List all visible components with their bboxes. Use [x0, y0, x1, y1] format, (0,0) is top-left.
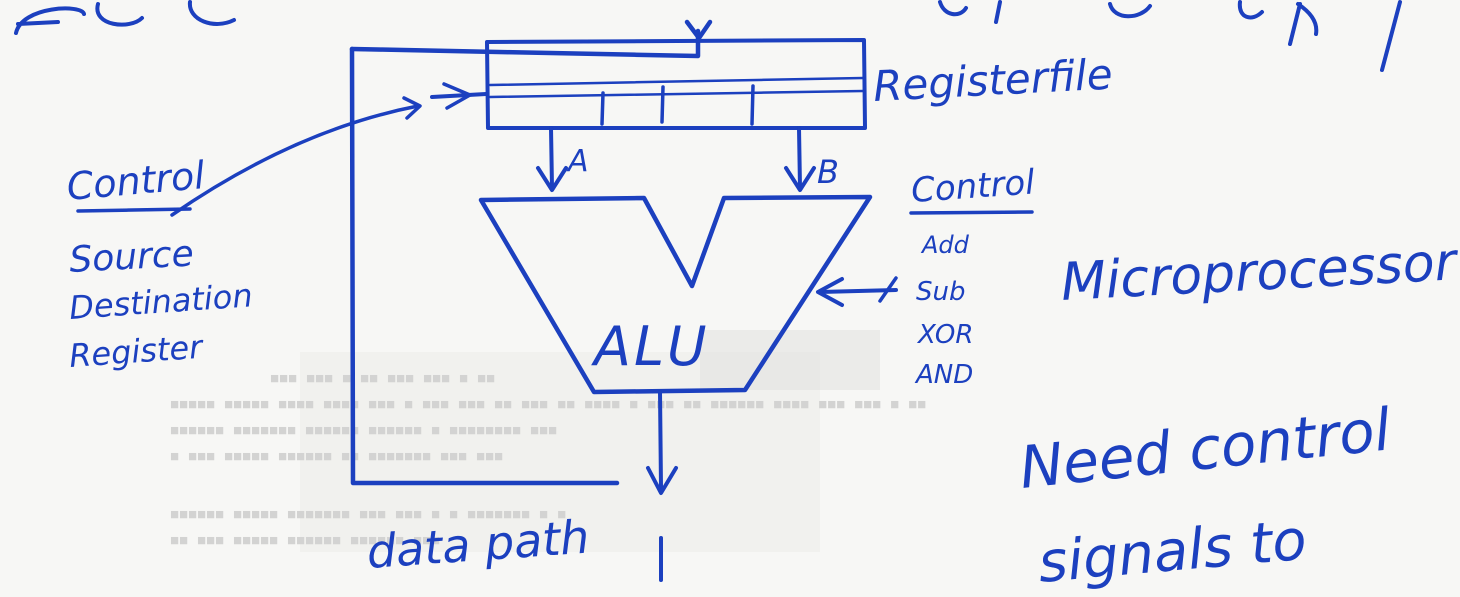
alu-block: [478, 194, 873, 395]
alu-op-add: Add: [920, 231, 970, 259]
register-input-arrow: [430, 82, 488, 110]
svg-text:■■■■■ ■■■■■ ■■■■ ■■■■ ■■■ ■ ■■: ■■■■■ ■■■■■ ■■■■ ■■■■ ■■■ ■ ■■■ ■■■ ■■ ■…: [170, 397, 926, 414]
port-a-label: A: [566, 144, 589, 179]
alu-op-xor: XOR: [916, 320, 973, 350]
microprocessor-label: Microprocessor: [1060, 232, 1460, 313]
alu-control-arrow: [816, 210, 1034, 307]
left-control-line-register: Register: [68, 328, 205, 375]
svg-text:■■■■■■ ■■■■■ ■■■■■■■ ■■■ ■■■ ■: ■■■■■■ ■■■■■ ■■■■■■■ ■■■ ■■■ ■ ■ ■■■■■■■…: [170, 507, 566, 524]
left-control-heading: Control: [65, 153, 207, 209]
svg-text:■■■■■■ ■■■■■■■ ■■■■■■ ■■■■■■ ■: ■■■■■■ ■■■■■■■ ■■■■■■ ■■■■■■ ■ ■■■■■■■■ …: [170, 423, 557, 440]
port-a-arrow: [536, 126, 568, 192]
bleed-through-text: ■■■ ■■■ ■ ■■ ■■■ ■■■ ■ ■■ ■■■■■ ■■■■■ ■■…: [170, 330, 926, 552]
register-file-label: Registerfile: [872, 50, 1114, 111]
left-control-line-destination: Destination: [68, 276, 254, 327]
svg-text:■■■ ■■■ ■ ■■ ■■■ ■■■ ■ ■■: ■■■ ■■■ ■ ■■ ■■■ ■■■ ■ ■■: [270, 371, 495, 388]
svg-text:■ ■■■ ■■■■■ ■■■■■■ ■■ ■■■■■■■: ■ ■■■ ■■■■■ ■■■■■■ ■■ ■■■■■■■ ■■■ ■■■: [170, 449, 503, 466]
cropped-top-writing: [14, 0, 1402, 72]
alu-output-arrow: [646, 390, 678, 582]
alu-op-and: AND: [914, 360, 973, 390]
left-control-line-source: Source: [68, 234, 194, 281]
control-curve-arrow: [76, 96, 422, 217]
port-b-arrow: [784, 126, 816, 192]
svg-text:■■ ■■■ ■■■■■ ■■■■■■ ■■■■■■ ■■■: ■■ ■■■ ■■■■■ ■■■■■■ ■■■■■■ ■■■: [170, 533, 440, 550]
note-line-1: Need control: [1016, 395, 1393, 502]
register-file-block: [485, 38, 867, 130]
alu-label: ALU: [591, 315, 710, 378]
port-b-label: B: [817, 153, 839, 191]
alu-control-heading: Control: [910, 162, 1037, 211]
note-line-2: signals to: [1036, 508, 1309, 596]
alu-op-sub: Sub: [916, 277, 966, 307]
